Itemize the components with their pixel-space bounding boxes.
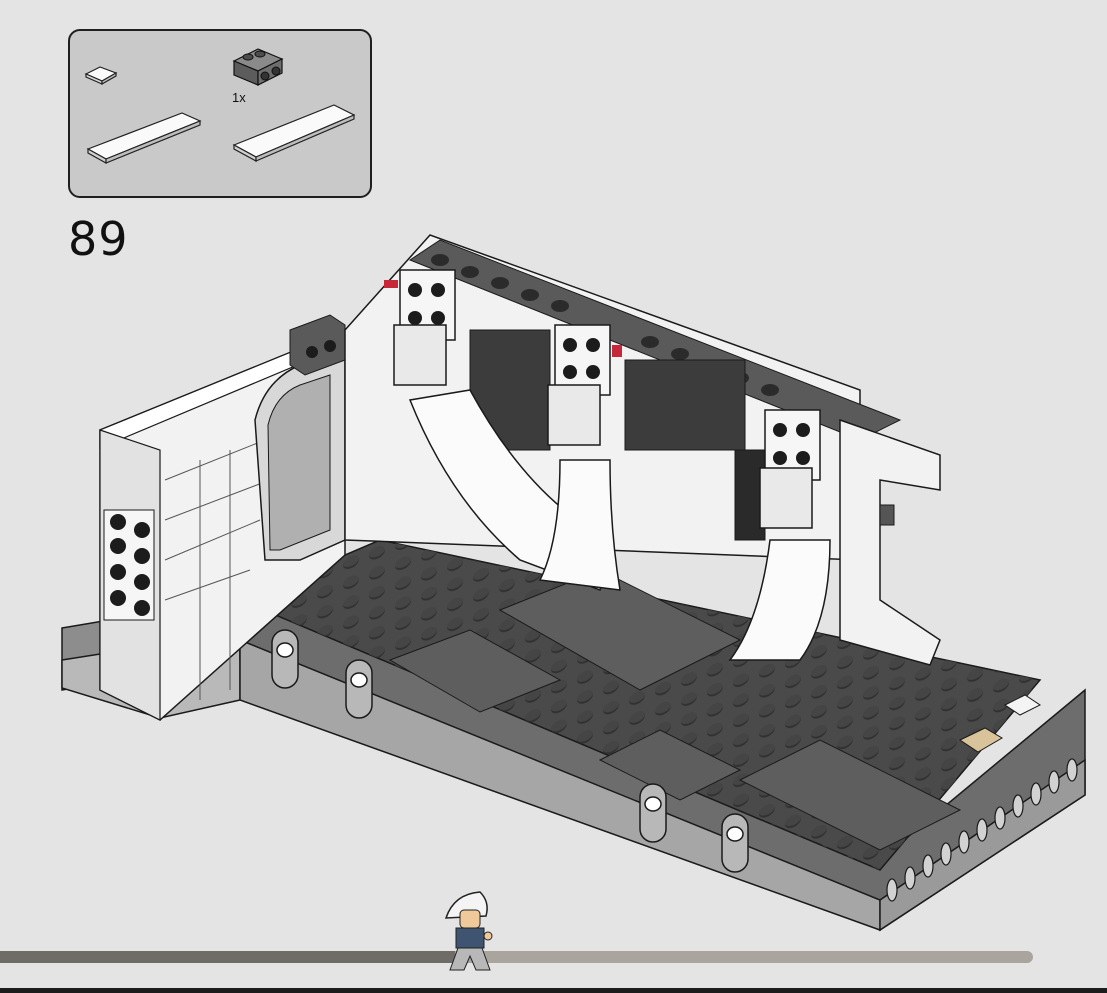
red-accent [612, 345, 622, 357]
build-progress-bar [0, 951, 1033, 963]
build-progress-fill [0, 951, 455, 963]
page-bottom-rule [0, 988, 1107, 993]
red-accent [384, 280, 398, 288]
minifigure-mascot-icon [440, 888, 500, 972]
